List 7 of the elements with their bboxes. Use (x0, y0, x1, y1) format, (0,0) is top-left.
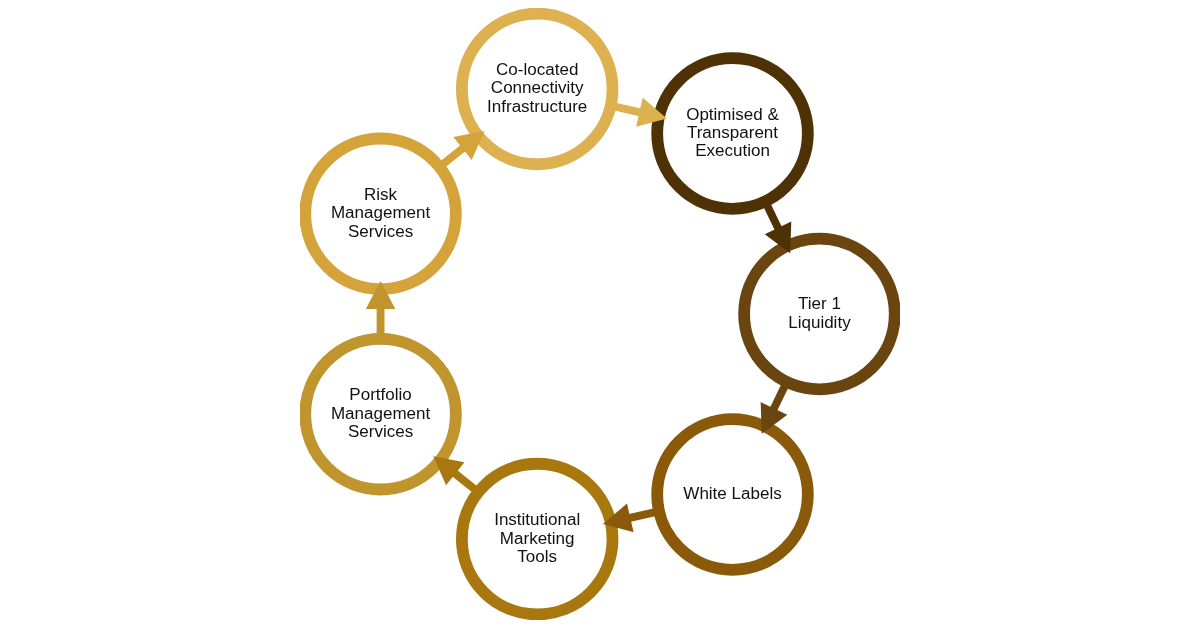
node-circle: Tier 1 Liquidity (738, 232, 900, 396)
node-circle: White Labels (651, 413, 814, 576)
node-circle: Optimised & Transparent Execution (651, 52, 814, 215)
node-circle: Co-located Connectivity Infrastructure (456, 8, 619, 171)
node-circle: Institutional Marketing Tools (456, 457, 619, 620)
node-circle: Portfolio Management Services (300, 332, 462, 496)
node-circle: Risk Management Services (300, 132, 462, 296)
